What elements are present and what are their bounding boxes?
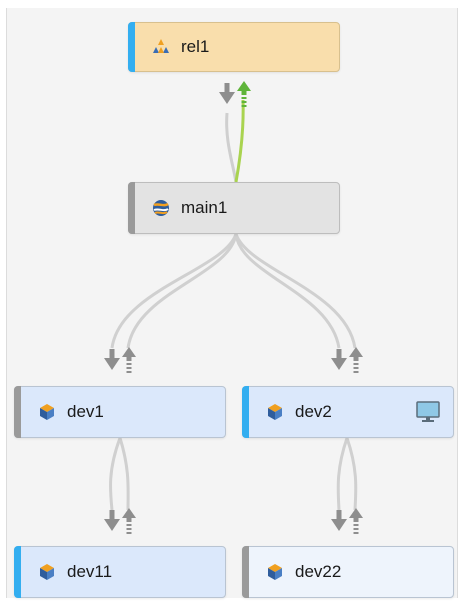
link-line-dev1-main1-b	[126, 233, 238, 349]
merge-down-arrow-icon[interactable]	[104, 510, 120, 531]
stream-node-label: rel1	[181, 37, 210, 56]
stream-graph-canvas	[6, 8, 458, 598]
mainline-globe-icon	[151, 198, 171, 218]
stream-type-bar	[242, 386, 249, 438]
stream-node-main1[interactable]: main1	[128, 182, 340, 234]
stream-type-bar	[242, 546, 249, 598]
copy-up-arrow-icon[interactable]	[122, 508, 136, 534]
stream-node-rel1[interactable]: rel1	[128, 22, 340, 72]
stream-type-bar	[128, 182, 135, 234]
workspace-monitor-icon[interactable]	[415, 401, 441, 423]
link-line-dev2-main1-b	[234, 233, 357, 349]
stream-node-dev1[interactable]: dev1	[14, 386, 226, 438]
stream-node-dev22[interactable]: dev22	[242, 546, 454, 598]
stream-type-bar	[128, 22, 135, 72]
stream-node-label: dev1	[67, 402, 104, 421]
link-line-dev22-dev2-a	[336, 437, 349, 511]
stream-type-bar	[14, 386, 21, 438]
copy-up-arrow-icon[interactable]	[349, 508, 363, 534]
link-line-dev22-dev2-b	[345, 437, 358, 511]
stream-node-dev11[interactable]: dev11	[14, 546, 226, 598]
link-line-dev11-dev1-a	[109, 437, 122, 511]
stream-node-label: dev11	[67, 562, 113, 581]
link-line-dev11-dev1-b	[118, 437, 130, 511]
copy-up-arrow-icon[interactable]	[237, 81, 251, 107]
stream-node-dev2[interactable]: dev2	[242, 386, 454, 438]
development-cube-icon	[37, 402, 57, 422]
release-triangle-icon	[151, 37, 171, 57]
development-cube-icon	[265, 562, 285, 582]
copy-up-arrow-icon[interactable]	[122, 347, 136, 373]
copy-up-arrow-icon[interactable]	[349, 347, 363, 373]
stream-node-label: dev22	[295, 562, 342, 581]
stream-node-label: dev2	[295, 402, 332, 421]
stream-type-bar	[14, 546, 21, 598]
development-cube-icon	[265, 402, 285, 422]
merge-down-arrow-icon[interactable]	[331, 510, 347, 531]
link-line-dev2-main1-a	[234, 233, 341, 349]
link-line-main1-rel1-highlight	[234, 99, 245, 183]
stream-node-label: main1	[181, 198, 228, 217]
merge-down-arrow-icon[interactable]	[331, 349, 347, 370]
merge-down-arrow-icon[interactable]	[219, 83, 235, 104]
development-cube-icon	[37, 562, 57, 582]
link-line-main1-rel1	[225, 112, 238, 183]
merge-down-arrow-icon[interactable]	[104, 349, 120, 370]
link-line-dev1-main1-a	[110, 233, 238, 349]
